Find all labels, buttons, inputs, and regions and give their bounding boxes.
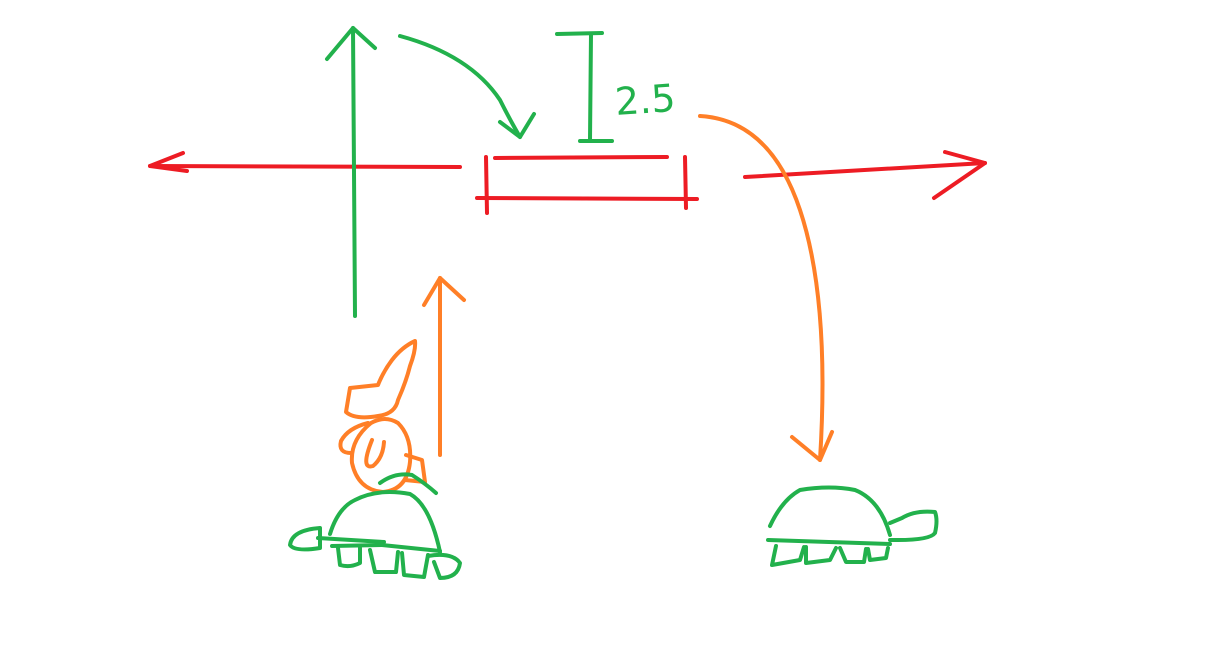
orange-up-arrow [422,276,466,457]
left-red-arrow [148,151,462,173]
green-vertical-arrow [325,26,377,318]
gap-value-label: 2.5 [614,76,677,124]
right-turtle [766,485,939,567]
green-height-marker [555,31,614,143]
red-gap-segment [475,155,699,215]
orange-curved-arrow [698,114,834,462]
left-turtle [288,472,462,580]
right-red-arrow [743,150,987,200]
green-curved-arrow [398,34,536,139]
rabbit-figure [338,339,427,494]
